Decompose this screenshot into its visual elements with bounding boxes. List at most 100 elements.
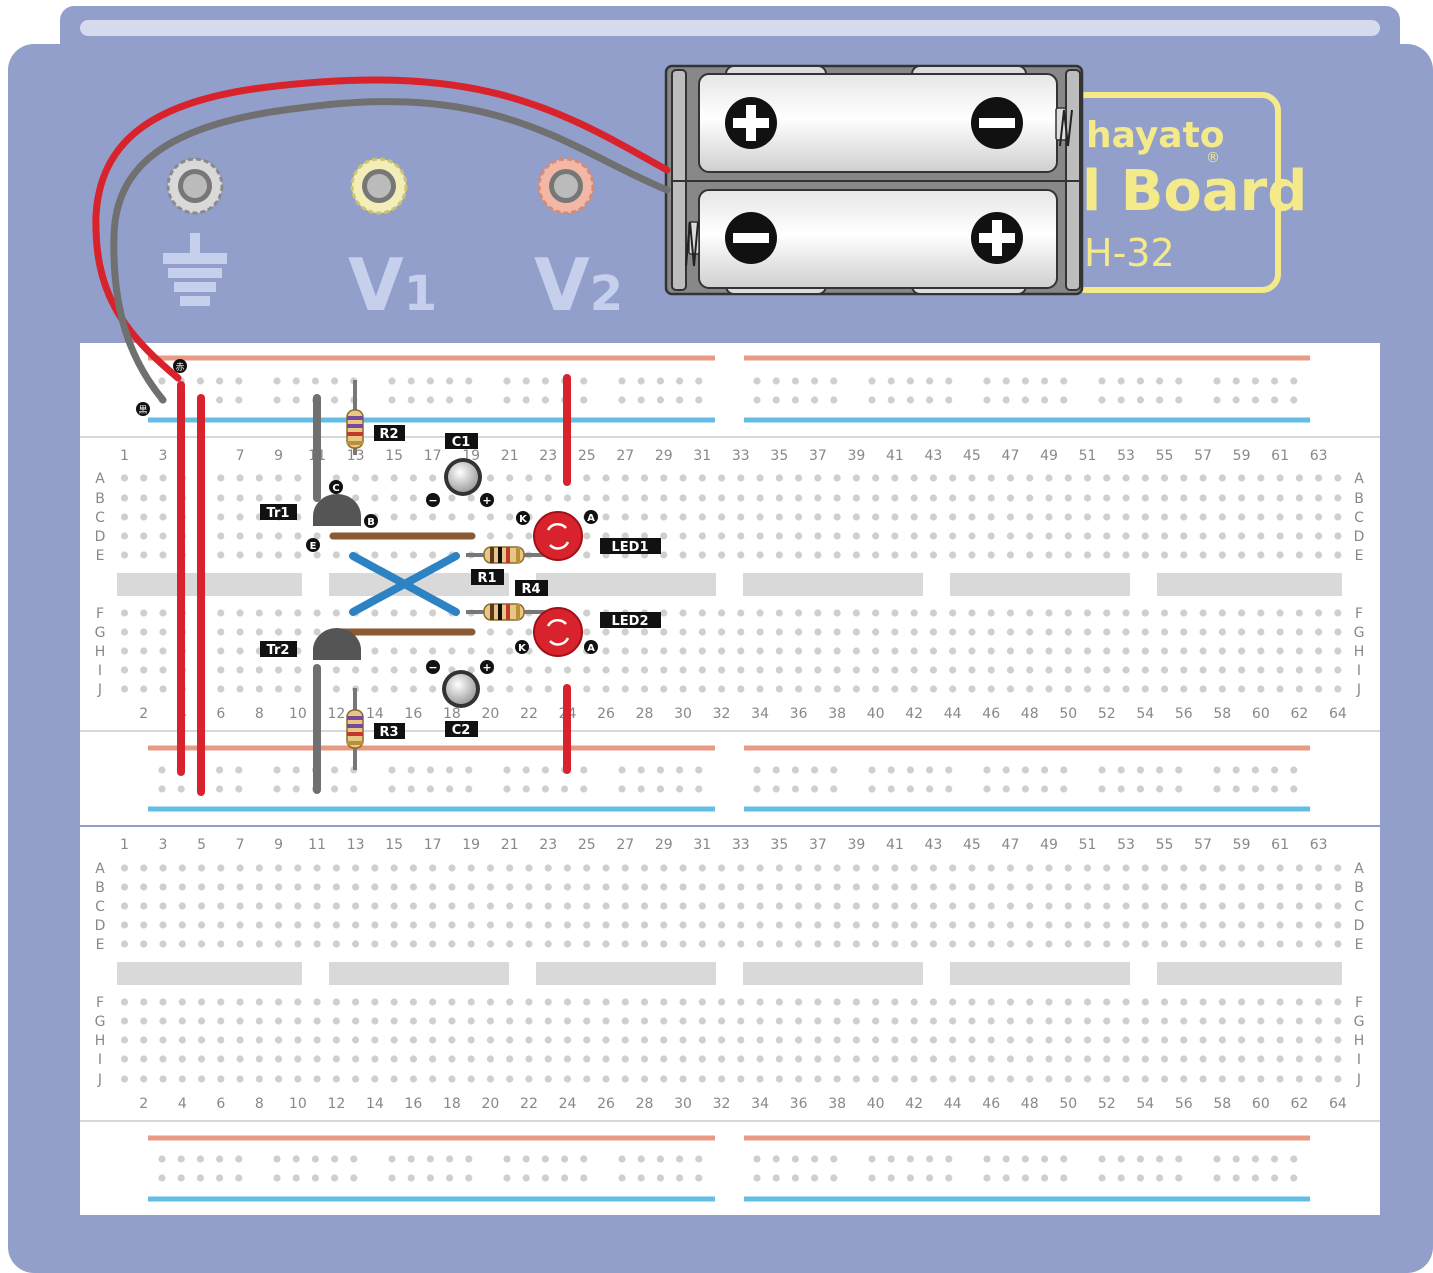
hole[interactable]	[1237, 1075, 1246, 1083]
hole[interactable]	[217, 902, 225, 910]
rail-hole[interactable]	[1156, 1155, 1164, 1163]
hole[interactable]	[1295, 474, 1303, 482]
hole[interactable]	[506, 998, 514, 1006]
hole[interactable]	[814, 1055, 822, 1063]
hole[interactable]	[775, 998, 783, 1006]
hole[interactable]	[429, 474, 437, 482]
hole[interactable]	[140, 647, 148, 655]
hole[interactable]	[910, 513, 918, 521]
hole[interactable]	[929, 1055, 938, 1063]
hole[interactable]	[1083, 883, 1092, 891]
hole[interactable]	[409, 513, 417, 521]
hole[interactable]	[1276, 940, 1284, 948]
hole[interactable]	[506, 532, 514, 540]
resistor-r3[interactable]	[346, 688, 364, 770]
rail-hole[interactable]	[676, 1155, 684, 1163]
rail-hole[interactable]	[311, 377, 319, 385]
hole[interactable]	[756, 647, 764, 655]
hole[interactable]	[1122, 921, 1130, 929]
hole[interactable]	[1276, 883, 1284, 891]
hole[interactable]	[390, 666, 398, 674]
hole[interactable]	[910, 940, 918, 948]
rail-hole[interactable]	[1213, 766, 1221, 774]
hole[interactable]	[640, 685, 649, 693]
hole[interactable]	[891, 666, 899, 674]
hole[interactable]	[448, 1055, 456, 1063]
rail-hole[interactable]	[1117, 785, 1125, 793]
hole[interactable]	[1122, 628, 1130, 636]
hole[interactable]	[1180, 998, 1188, 1006]
hole[interactable]	[1083, 532, 1092, 540]
hole[interactable]	[987, 494, 995, 502]
hole[interactable]	[332, 883, 340, 891]
hole[interactable]	[756, 685, 764, 693]
rail-hole[interactable]	[811, 766, 819, 774]
rail-hole[interactable]	[830, 396, 838, 404]
hole[interactable]	[120, 685, 129, 693]
rail-hole[interactable]	[983, 1174, 991, 1182]
hole[interactable]	[987, 1036, 995, 1044]
hole[interactable]	[409, 609, 417, 617]
hole[interactable]	[737, 940, 745, 948]
hole[interactable]	[1026, 685, 1034, 693]
hole[interactable]	[949, 666, 957, 674]
hole[interactable]	[621, 998, 629, 1006]
rail-hole[interactable]	[1136, 785, 1144, 793]
hole[interactable]	[544, 883, 552, 891]
rail-hole[interactable]	[1175, 396, 1183, 404]
hole[interactable]	[409, 666, 417, 674]
hole[interactable]	[217, 921, 225, 929]
hole[interactable]	[1218, 647, 1226, 655]
rail-hole[interactable]	[273, 377, 281, 385]
hole[interactable]	[1103, 864, 1111, 872]
hole[interactable]	[872, 513, 880, 521]
hole[interactable]	[448, 998, 456, 1006]
rail-hole[interactable]	[1060, 1155, 1068, 1163]
hole[interactable]	[833, 532, 841, 540]
hole[interactable]	[1218, 609, 1226, 617]
rail-hole[interactable]	[868, 785, 876, 793]
hole[interactable]	[274, 551, 283, 559]
hole[interactable]	[1237, 921, 1246, 929]
hole[interactable]	[1334, 1017, 1342, 1025]
hole[interactable]	[1276, 998, 1284, 1006]
rail-hole[interactable]	[426, 1174, 434, 1182]
rail-hole[interactable]	[983, 766, 991, 774]
hole[interactable]	[1141, 1036, 1149, 1044]
hole[interactable]	[814, 883, 822, 891]
rail-hole[interactable]	[235, 1155, 243, 1163]
hole[interactable]	[814, 609, 822, 617]
hole[interactable]	[486, 513, 495, 521]
rail-hole[interactable]	[580, 766, 588, 774]
hole[interactable]	[1006, 902, 1015, 910]
hole[interactable]	[467, 921, 475, 929]
hole[interactable]	[1064, 647, 1072, 655]
hole[interactable]	[640, 1055, 649, 1063]
hole[interactable]	[1237, 902, 1246, 910]
rail-hole[interactable]	[1041, 1174, 1049, 1182]
rail-hole[interactable]	[868, 1155, 876, 1163]
rail-hole[interactable]	[1232, 1174, 1240, 1182]
hole[interactable]	[872, 1017, 880, 1025]
rail-hole[interactable]	[772, 785, 780, 793]
rail-hole[interactable]	[945, 766, 953, 774]
hole[interactable]	[1295, 532, 1303, 540]
hole[interactable]	[1276, 1036, 1284, 1044]
hole[interactable]	[929, 1075, 938, 1083]
rail-hole[interactable]	[1156, 396, 1164, 404]
hole[interactable]	[1160, 647, 1169, 655]
hole[interactable]	[1334, 474, 1342, 482]
hole[interactable]	[1141, 609, 1149, 617]
hole[interactable]	[467, 1055, 475, 1063]
hole[interactable]	[1045, 1075, 1053, 1083]
hole[interactable]	[1103, 940, 1111, 948]
hole[interactable]	[409, 1036, 417, 1044]
hole[interactable]	[332, 685, 340, 693]
hole[interactable]	[1257, 647, 1265, 655]
hole[interactable]	[1045, 551, 1053, 559]
rail-hole[interactable]	[1175, 785, 1183, 793]
hole[interactable]	[1026, 902, 1034, 910]
hole[interactable]	[929, 532, 938, 540]
rail-hole[interactable]	[1175, 1155, 1183, 1163]
hole[interactable]	[968, 1017, 976, 1025]
